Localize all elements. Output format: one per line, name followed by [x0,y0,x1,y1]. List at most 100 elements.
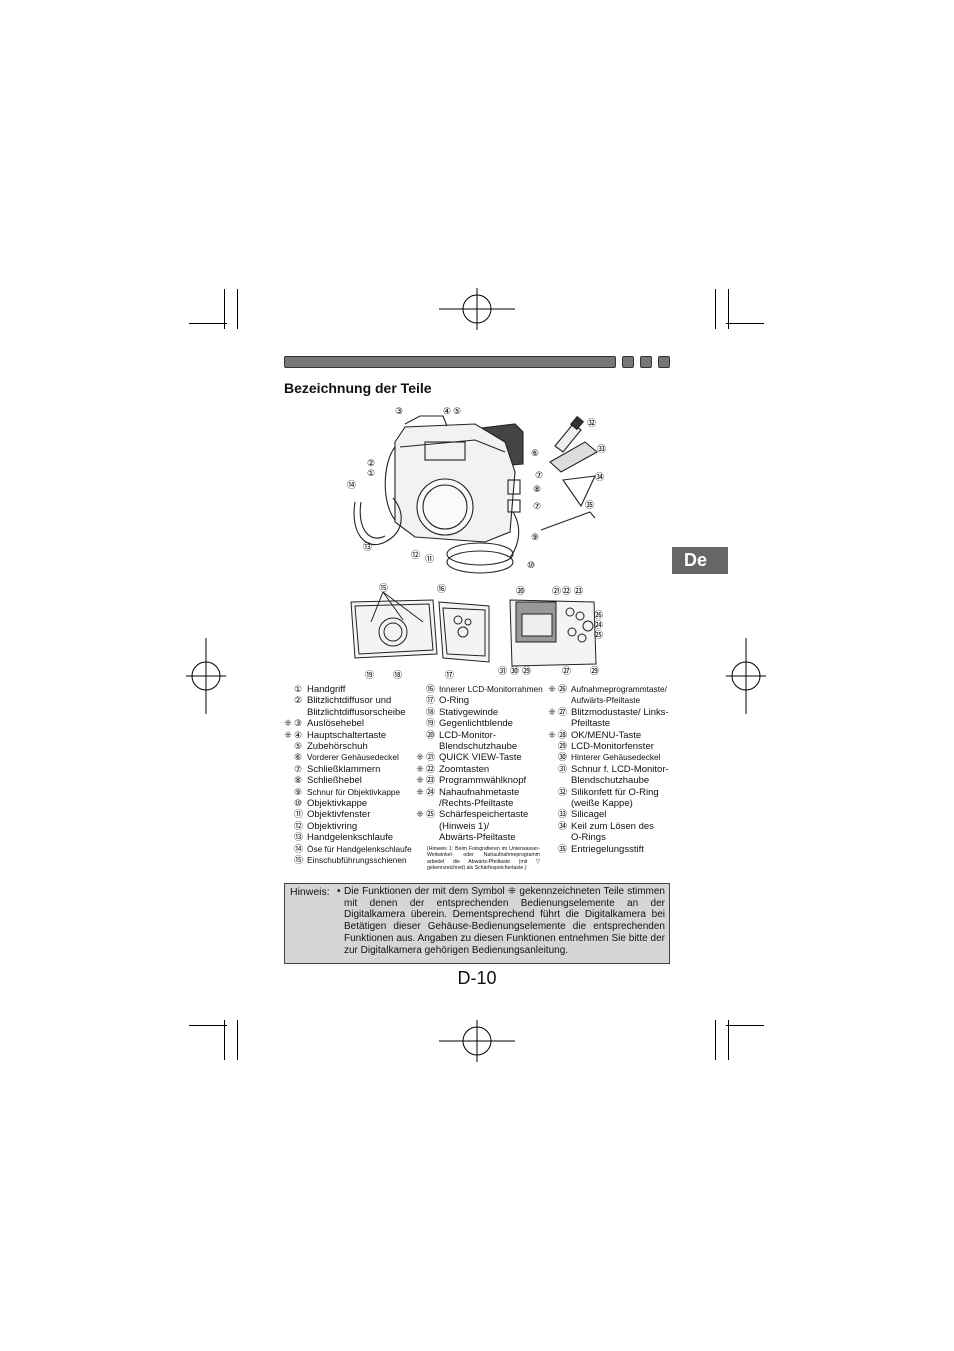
camera-function-mark: ⁜ [416,752,424,763]
svg-text:⑫: ⑫ [411,550,420,561]
registration-mark-left [186,638,226,714]
crop-mark [728,1020,729,1060]
note-text: Die Funktionen der mit dem Symbol ⁜ geke… [344,886,665,956]
part-number: ㉙ [558,741,568,752]
part-label: Blitzlichtdiffusor und Blitzlichtdiffuso… [307,695,406,718]
camera-function-mark: ⁜ [416,775,424,786]
part-number: ⑫ [294,820,304,831]
part-label: Zubehörschuh [307,741,368,753]
camera-function-mark: ⁜ [548,706,556,717]
part-number: ⑬ [294,832,304,843]
svg-text:㉑: ㉑ [552,586,561,597]
part-label: Entriegelungsstift [571,843,644,855]
part-item: ⑤ Zubehörschuh [282,741,422,752]
part-number: ④ [294,729,303,740]
part-label: LCD-Monitorfenster [571,741,654,753]
page-number: D-10 [457,968,497,988]
svg-text:⑯: ⑯ [437,584,446,595]
header-bar [284,356,616,368]
part-number: ⑳ [426,729,436,740]
part-number: ㉗ [558,706,568,717]
part-item: ⑥ Vorderer Gehäusedeckel [282,752,422,763]
part-number: ⑤ [294,741,303,752]
crop-mark [715,1020,716,1060]
crop-mark [189,1025,227,1026]
part-label: Schnur f. LCD-Monitor- Blendschutzhaube [571,763,669,787]
svg-text:⑭: ⑭ [347,480,356,491]
svg-text:⑱: ⑱ [393,670,402,681]
part-label: Objektivfenster [307,809,371,821]
footnote: (Hinweis 1: Beim Fotografieren im Unterw… [427,846,540,871]
header-square [640,356,652,368]
part-number: ⑪ [294,809,304,820]
section-title: Bezeichnung der Teile [284,380,432,396]
part-number: ⑥ [294,752,303,763]
camera-function-mark: ⁜ [548,684,556,694]
crop-mark [726,1025,764,1026]
header-square [658,356,670,368]
part-number: ⑱ [426,706,436,717]
svg-text:㉟: ㉟ [585,500,594,511]
camera-function-mark: ⁜ [284,729,292,740]
svg-text:㉖: ㉖ [594,610,603,621]
svg-text:④: ④ [443,407,451,417]
part-label: Schärfespeichertaste (Hinweis 1)/ Abwärt… [439,809,529,844]
part-number: ⑰ [426,695,436,706]
svg-text:㉙: ㉙ [590,666,599,677]
camera-function-mark: ⁜ [284,718,292,729]
svg-text:㉗: ㉗ [562,666,571,677]
part-label: Objektivkappe [307,798,368,810]
svg-text:⑩: ⑩ [527,561,535,571]
svg-text:⑳: ⑳ [516,586,525,597]
part-label: Schließhebel [307,775,362,787]
part-label: Handgriff [307,684,346,695]
part-number: ⑯ [426,684,436,694]
svg-text:⑤: ⑤ [453,407,461,417]
part-number: ③ [294,718,303,729]
svg-text:⑪: ⑪ [425,554,434,565]
svg-text:㉝: ㉝ [597,444,606,455]
svg-text:㉙: ㉙ [522,666,531,677]
part-label: Silikonfett für O-Ring (weiße Kappe) [571,786,659,810]
part-number: ㉘ [558,729,568,740]
crop-mark [224,289,225,329]
crop-mark [189,323,227,324]
part-label: Hauptschaltertaste [307,729,387,741]
part-number: ⑭ [294,843,304,854]
camera-function-mark: ⁜ [548,729,556,740]
svg-text:㉒: ㉒ [562,586,571,597]
crop-mark [728,289,729,329]
part-number: ㉚ [558,752,568,763]
part-number: ㉓ [426,775,436,786]
note-box: Hinweis: • Die Funktionen der mit dem Sy… [284,883,670,964]
svg-text:⑲: ⑲ [365,670,374,681]
crop-mark [726,323,764,324]
part-label: Keil zum Lösen des O-Rings [571,820,654,844]
part-label: Nahaufnahmetaste /Rechts-Pfeiltaste [439,786,520,810]
svg-text:㉜: ㉜ [587,418,596,429]
svg-text:⑥: ⑥ [531,449,539,459]
part-label: Innerer LCD-Monitorrahmen [439,684,543,694]
part-label: Vorderer Gehäusedeckel [307,752,399,763]
part-number: ㉞ [558,820,568,831]
